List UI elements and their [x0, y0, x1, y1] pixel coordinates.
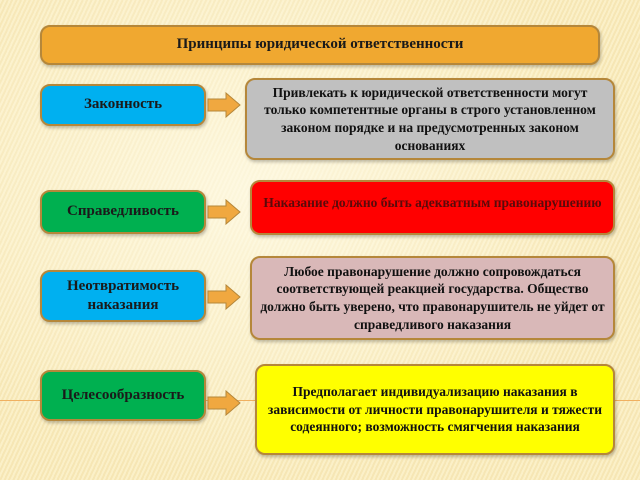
description-legality: Привлекать к юридической ответственности…	[245, 78, 615, 160]
principle-inevitability: Неотвратимость наказания	[40, 270, 206, 322]
description-expediency: Предполагает индивидуализацию наказания …	[255, 364, 615, 455]
title-box: Принципы юридической ответственности	[40, 25, 600, 65]
description-justice: Наказание должно быть адекватным правона…	[250, 180, 615, 235]
arrow-right-icon	[207, 92, 241, 118]
principle-justice: Справедливость	[40, 190, 206, 234]
description-inevitability: Любое правонарушение должно сопровождать…	[250, 256, 615, 340]
arrow-right-icon	[207, 390, 241, 416]
principle-expediency: Целесообразность	[40, 370, 206, 421]
principle-legality: Законность	[40, 84, 206, 126]
arrow-right-icon	[207, 284, 241, 310]
arrow-right-icon	[207, 199, 241, 225]
